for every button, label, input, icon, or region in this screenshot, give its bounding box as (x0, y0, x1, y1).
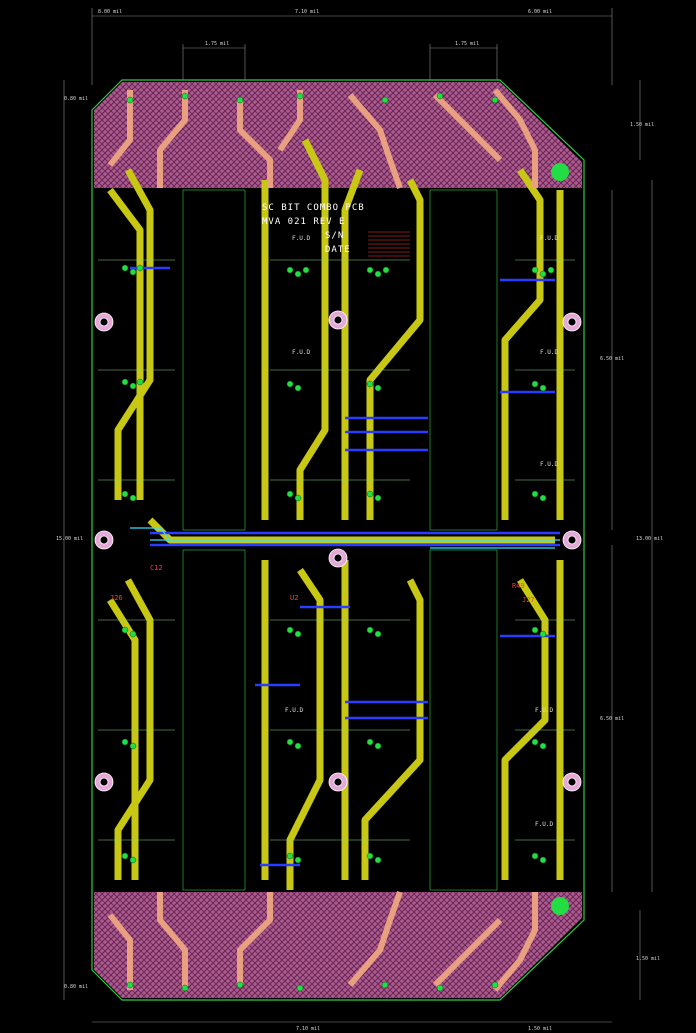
pad-label: F.U.D (540, 461, 558, 468)
blue-traces (130, 266, 560, 867)
dim-pitch-right: 1.75 mil (455, 41, 479, 47)
dim-bottom-center: 7.10 mil (296, 1026, 320, 1032)
dim-right-lower: 6.50 mil (600, 716, 624, 722)
red-keepout (368, 231, 410, 257)
fiducial-top (551, 163, 569, 181)
dimension-labels: 8.00 mil 7.10 mil 6.00 mil 1.75 mil 1.75… (56, 9, 663, 1032)
bottom-copper-region (94, 892, 582, 998)
dim-right-bottom-chamfer: 1.50 mil (636, 956, 660, 962)
ref-label: C12 (150, 564, 163, 572)
dim-bottom-right: 1.50 mil (528, 1026, 552, 1032)
pad-label: F.U.D (535, 707, 553, 714)
dim-pitch-left: 1.75 mil (205, 41, 229, 47)
title-line-3: S/N (325, 231, 344, 241)
title-line-4: DATE (325, 245, 351, 255)
board-title: SC BIT COMBO PCB MVA 021 REV E S/N DATE (262, 203, 365, 255)
title-line-2: MVA 021 REV E (262, 217, 345, 227)
mounting-holes (94, 310, 582, 792)
slot-cutouts (182, 189, 498, 891)
pad-label: F.U.D (540, 349, 558, 356)
dim-left-total: 15.00 mil (56, 536, 83, 542)
ref-label: U2 (290, 594, 298, 602)
copper-traces (107, 88, 538, 992)
thin-nets (98, 259, 575, 841)
pad-labels: F.U.D F.U.D F.U.D F.U.D F.U.D F.U.D F.U.… (285, 235, 558, 828)
ref-label: R49 (512, 582, 525, 590)
dim-top-center: 7.10 mil (295, 9, 319, 15)
dim-right-total: 13.00 mil (636, 536, 663, 542)
ref-designators: J26 J27 R49 U2 C12 (110, 564, 535, 604)
via-clusters (121, 92, 555, 992)
pad-label: F.U.D (292, 235, 310, 242)
ref-label: J26 (110, 594, 123, 602)
dim-left-top-offset: 0.80 mil (64, 96, 88, 102)
dim-right-upper: 6.50 mil (600, 356, 624, 362)
cyan-traces (130, 527, 560, 549)
dim-top-right: 6.00 mil (528, 9, 552, 15)
fiducial-bottom (551, 897, 569, 915)
board-outline (91, 79, 585, 1001)
title-line-1: SC BIT COMBO PCB (262, 203, 365, 213)
pad-label: F.U.D (540, 235, 558, 242)
dim-right-top-chamfer: 1.50 mil (630, 122, 654, 128)
pad-label: F.U.D (535, 821, 553, 828)
dimension-lines (63, 8, 653, 1023)
pad-label: F.U.D (285, 707, 303, 714)
ref-label: J27 (522, 596, 535, 604)
pad-label: F.U.D (292, 349, 310, 356)
top-copper-region (94, 82, 582, 188)
dim-left-bottom-offset: 0.80 mil (64, 984, 88, 990)
dim-top-left: 8.00 mil (98, 9, 122, 15)
